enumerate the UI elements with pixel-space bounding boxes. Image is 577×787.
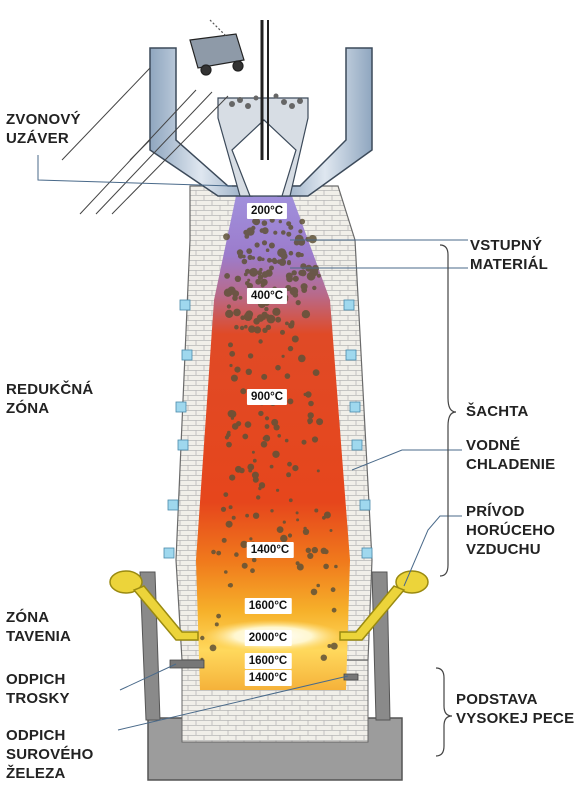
temp-1600-upper: 1600°C — [245, 598, 292, 614]
temp-1600-lower: 1600°C — [245, 653, 292, 669]
top-hopper — [150, 20, 372, 196]
temp-2000: 2000°C — [245, 630, 292, 646]
brace-podstava — [436, 668, 452, 756]
temp-900: 900°C — [247, 389, 287, 405]
brace-sachta — [440, 245, 456, 576]
temp-200: 200°C — [247, 203, 287, 219]
temp-1400-lower: 1400°C — [245, 670, 292, 686]
label-sachta: ŠACHTA — [466, 402, 529, 421]
temp-400: 400°C — [247, 288, 287, 304]
temp-1400-upper: 1400°C — [247, 542, 294, 558]
skip-car-icon — [190, 20, 244, 75]
